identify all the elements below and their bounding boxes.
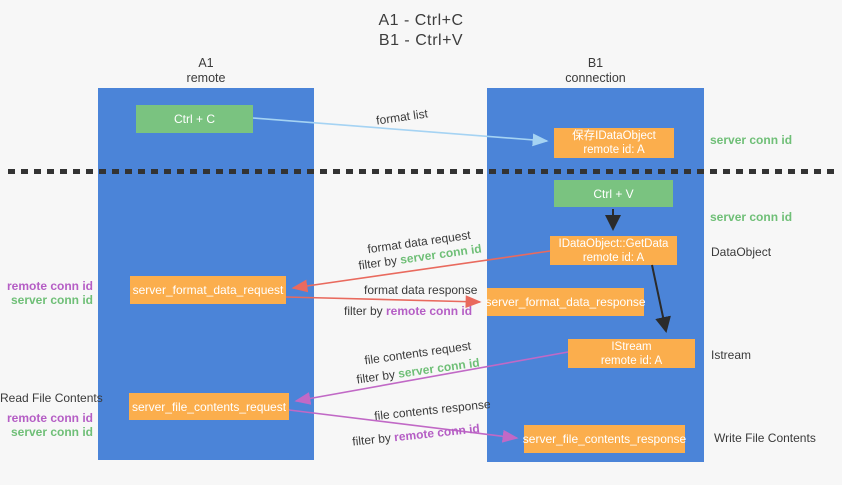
filter-by-prefix: filter by — [344, 304, 387, 318]
node-server-format-data-request: server_format_data_request — [130, 276, 286, 304]
remote-conn-id-key: remote conn id — [386, 304, 473, 318]
format-list-label: format list — [375, 106, 429, 128]
filter-by-prefix: filter by — [357, 252, 402, 273]
format-data-response-arrow — [285, 295, 482, 309]
left-remote-conn-id-label-bottom: remote conn id — [6, 411, 93, 425]
node-idataobject-getdata-line1: IDataObject::GetData — [558, 237, 669, 250]
diagram-title: A1 - Ctrl+C B1 - Ctrl+V — [0, 11, 842, 51]
node-server-format-data-response: server_format_data_response — [485, 288, 646, 316]
lifeline-b1-subtitle: connection — [565, 71, 626, 85]
node-save-idataobject-line2: remote id: A — [583, 144, 645, 156]
node-ctrl-v: Ctrl + V — [554, 180, 673, 207]
lifeline-a1-header: A1 remote — [98, 56, 314, 86]
diagram-title-line1: A1 - Ctrl+C — [378, 12, 464, 29]
right-server-conn-id-label-top: server conn id — [710, 133, 793, 147]
filter-by-remote-conn-id-label-2: filter by remote conn id — [352, 421, 481, 448]
node-server-file-contents-request: server_file_contents_request — [129, 393, 289, 420]
right-server-conn-id-label-mid: server conn id — [710, 210, 793, 224]
right-write-file-contents-label: Write File Contents — [714, 431, 816, 445]
lifeline-a1-subtitle: remote — [186, 71, 226, 85]
lifeline-b1-header: B1 connection — [487, 56, 704, 86]
remote-conn-id-key: remote conn id — [393, 421, 481, 445]
node-idataobject-getdata: IDataObject::GetData remote id: A — [550, 236, 677, 265]
node-istream: IStream remote id: A — [568, 339, 695, 368]
node-ctrl-c-label: Ctrl + C — [173, 112, 215, 126]
node-istream-line2: remote id: A — [600, 354, 663, 367]
filter-by-remote-conn-id-label-1: filter by remote conn id — [344, 304, 472, 318]
filter-by-prefix: filter by — [355, 366, 400, 387]
session-divider-dashed-line — [8, 169, 836, 174]
node-server-file-contents-response: server_file_contents_response — [522, 425, 687, 453]
format-data-response-label: format data response — [364, 283, 478, 297]
node-server-format-data-request-label: server_format_data_request — [132, 283, 284, 297]
left-server-conn-id-label-bottom: server conn id — [10, 425, 93, 439]
node-save-idataobject: 保存IDataObject remote id: A — [554, 128, 674, 158]
node-save-idataobject-line1: 保存IDataObject — [572, 130, 656, 142]
left-server-conn-id-label-top: server conn id — [10, 293, 93, 307]
node-ctrl-v-label: Ctrl + V — [593, 186, 634, 201]
node-server-file-contents-request-label: server_file_contents_request — [131, 399, 287, 414]
node-idataobject-getdata-line2: remote id: A — [582, 251, 645, 264]
node-server-file-contents-response-label: server_file_contents_response — [522, 432, 687, 446]
lifeline-a1-name: A1 — [198, 56, 214, 70]
right-dataobject-label: DataObject — [711, 245, 772, 259]
node-ctrl-c: Ctrl + C — [136, 105, 253, 133]
right-istream-label: Istream — [711, 348, 752, 362]
lifeline-b1-name: B1 — [587, 56, 604, 70]
file-contents-response-label: file contents response — [373, 396, 492, 424]
left-remote-conn-id-label-top: remote conn id — [6, 279, 93, 293]
filter-by-prefix: filter by — [351, 430, 395, 449]
node-server-format-data-response-label: server_format_data_response — [485, 295, 646, 309]
diagram-title-line2: B1 - Ctrl+V — [378, 32, 464, 49]
node-istream-line1: IStream — [611, 340, 652, 353]
left-read-file-contents-label: Read File Contents — [0, 391, 103, 405]
